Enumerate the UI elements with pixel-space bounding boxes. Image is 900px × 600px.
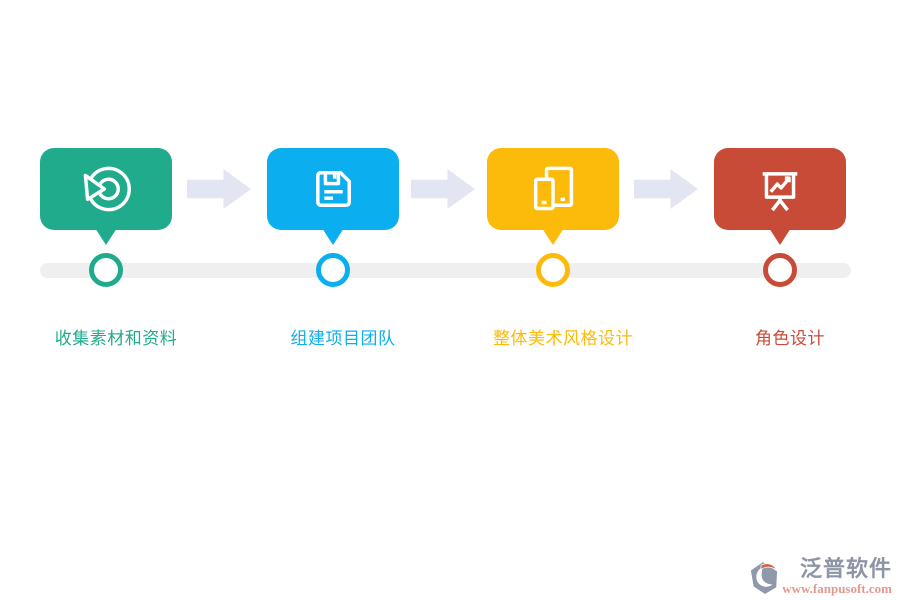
step-label: 整体美术风格设计 [493, 329, 633, 348]
step-build-team: 组建项目团队 [267, 148, 399, 378]
step-bubble [40, 148, 172, 230]
arrow-right-icon [187, 169, 251, 209]
step-pointer [542, 228, 564, 245]
timeline-node [89, 253, 123, 287]
step-art-style-design: 整体美术风格设计 [487, 148, 633, 378]
timeline-node [316, 253, 350, 287]
step-bubble [714, 148, 846, 230]
step-pointer [95, 228, 117, 245]
step-label: 组建项目团队 [290, 329, 396, 348]
step-character-design: 角色设计 [714, 148, 846, 378]
timeline-node [763, 253, 797, 287]
timeline-node [536, 253, 570, 287]
step-pointer [322, 228, 344, 245]
timeline-track [40, 263, 851, 278]
step-bubble [267, 148, 399, 230]
fanpu-logo-icon [751, 562, 778, 594]
arrow-right-icon [411, 169, 475, 209]
step-label: 角色设计 [755, 329, 825, 348]
floppy-save-icon [316, 171, 351, 207]
arrow-right-icon [634, 169, 698, 209]
step-collect-materials: 收集素材和资料 [40, 148, 177, 378]
devices-icon [533, 166, 574, 211]
watermark-brand: 泛普软件 [799, 556, 892, 581]
watermark-url: www.fanpusoft.com [782, 581, 892, 596]
step-bubble [487, 148, 619, 230]
step-pointer [769, 228, 791, 245]
step-label: 收集素材和资料 [54, 329, 178, 348]
pie-chart-icon [83, 166, 131, 212]
presentation-board-icon [762, 172, 798, 212]
watermark: 泛普软件 www.fanpusoft.com [749, 556, 892, 596]
